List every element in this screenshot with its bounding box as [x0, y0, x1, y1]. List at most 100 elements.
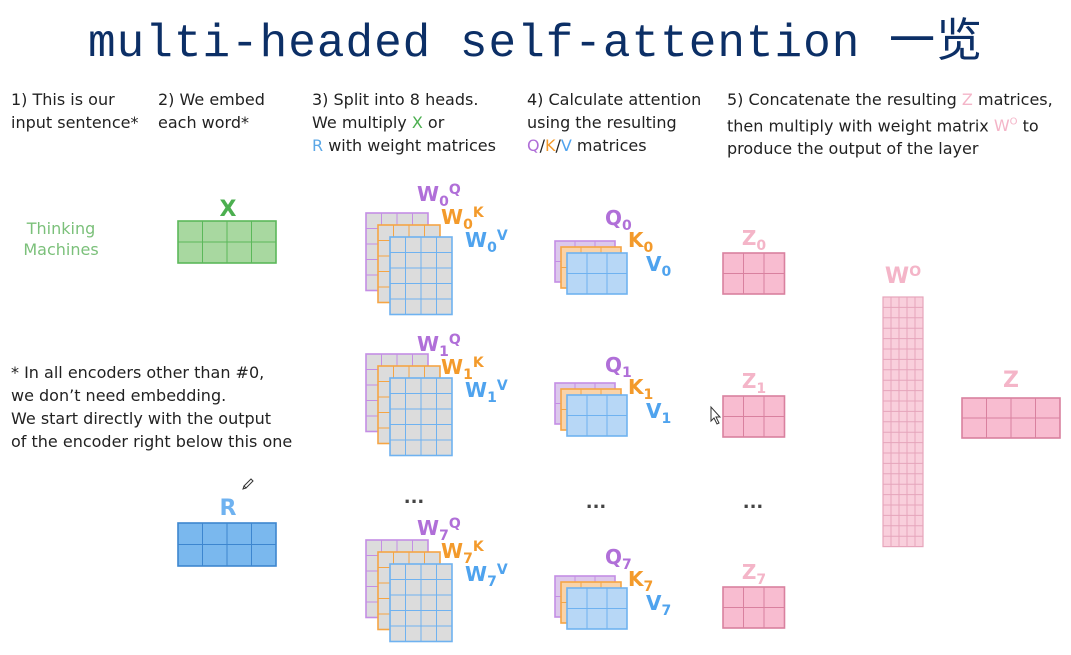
step-5-wo-letter: W: [993, 116, 1010, 136]
wk-label-head-0-sup: K: [473, 205, 485, 221]
z-label-head-1: Z1: [742, 369, 766, 397]
wq-label-head-0-letter: W: [417, 182, 439, 206]
step-3-line-1: 3) Split into 8 heads.: [312, 90, 479, 109]
step-4-line-3-text: matrices: [571, 136, 647, 155]
z-output-matrix: [961, 397, 1061, 439]
q-label-head-0-letter: Q: [605, 206, 622, 230]
footnote-line-3: We start directly with the output: [11, 409, 272, 428]
z-matrix-head-7: [722, 586, 786, 629]
wk-label-head-1: W1K: [441, 355, 485, 383]
page-title: multi-headed self-attention 一览: [88, 18, 983, 70]
k-label-head-7: K7: [628, 567, 653, 595]
step-4-k-label: K: [544, 136, 556, 155]
v-label-head-7-sub: 7: [661, 603, 671, 619]
wq-label-head-0: W0Q: [417, 182, 461, 210]
wv-label-head-7: W7V: [465, 562, 508, 590]
qkv-ellipsis: ...: [586, 492, 607, 513]
step-2-caption: 2) We embed each word*: [158, 88, 265, 134]
input-word-thinking: Thinking: [26, 219, 96, 238]
r-matrix: [177, 522, 277, 567]
step-5-wo-label: WO: [994, 116, 1018, 135]
step-1-caption: 1) This is our input sentence*: [11, 88, 138, 134]
z-label-head-7-letter: Z: [742, 560, 757, 584]
pencil-cursor-icon: [242, 478, 254, 490]
step-4-line-3: Q/K/V matrices: [527, 134, 701, 157]
step-5-wo-sup: O: [1009, 117, 1018, 128]
step-5-line-1b: matrices,: [972, 90, 1053, 109]
z-matrix-head-0: [722, 252, 786, 295]
wv-matrix-head-7: [389, 563, 453, 643]
wk-label-head-7-sup: K: [473, 539, 485, 555]
wv-label-head-0: W0V: [465, 228, 508, 256]
wk-label-head-0-letter: W: [441, 205, 463, 229]
q-label-head-7-sub: 7: [622, 557, 632, 573]
z-output-label: Z: [1003, 368, 1019, 393]
k-label-head-0-letter: K: [628, 228, 645, 252]
r-matrix-label: R: [220, 496, 237, 521]
wq-label-head-7-sub: 7: [439, 528, 449, 544]
wq-label-head-1: W1Q: [417, 332, 461, 360]
input-word-machines: Machines: [23, 240, 99, 259]
step-2-line-1: 2) We embed: [158, 90, 265, 109]
footnote-line-1: * In all encoders other than #0,: [11, 363, 265, 382]
wq-label-head-1-sup: Q: [449, 332, 461, 348]
encoder-footnote: * In all encoders other than #0, we don’…: [11, 361, 292, 453]
step-5-line-2: then multiply with weight matrix WO to: [727, 111, 1053, 137]
wq-label-head-0-sub: 0: [439, 194, 449, 210]
qkv-matrices-head-0: [554, 240, 628, 295]
k-label-head-1-sub: 1: [644, 387, 654, 403]
z-label-head-1-letter: Z: [742, 369, 757, 393]
step-3-line-2b: or: [422, 113, 445, 132]
wq-label-head-7-sup: Q: [449, 516, 461, 532]
v-label-head-0-letter: V: [646, 252, 662, 276]
v-label-head-1: V1: [646, 399, 671, 427]
weight-matrices-head-0: [365, 212, 453, 316]
wq-label-head-1-letter: W: [417, 332, 439, 356]
weights-ellipsis: ...: [404, 487, 425, 508]
v-label-head-0: V0: [646, 252, 671, 280]
wv-label-head-0-sup: V: [497, 228, 508, 244]
z-matrix-head-1: [722, 395, 786, 438]
step-5-caption: 5) Concatenate the resulting Z matrices,…: [727, 88, 1053, 160]
z-matrices: [722, 252, 786, 629]
wv-matrix-head-0: [389, 236, 453, 316]
mouse-cursor-icon: [710, 405, 722, 425]
v-matrix-head-7: [566, 587, 628, 630]
z-label-head-7: Z7: [742, 560, 766, 588]
step-5-line-3: produce the output of the layer: [727, 139, 979, 159]
z-label-head-0-letter: Z: [742, 226, 757, 250]
step-4-sep-1: /: [539, 136, 545, 155]
k-label-head-0: K0: [628, 228, 654, 256]
wv-label-head-7-sub: 7: [487, 574, 497, 590]
wk-label-head-1-sup: K: [473, 355, 485, 371]
q-label-head-7: Q7: [605, 545, 632, 573]
v-matrix-head-1: [566, 394, 628, 437]
step-5-line-2b: to: [1017, 116, 1039, 136]
k-label-head-7-sub: 7: [644, 579, 654, 595]
k-label-head-1: K1: [628, 375, 653, 403]
wo-matrix-grid: [882, 296, 924, 548]
k-label-head-7-letter: K: [628, 567, 645, 591]
k-label-head-0-sub: 0: [644, 240, 654, 256]
wv-label-head-7-letter: W: [465, 562, 487, 586]
z-output-matrix-grid: [961, 397, 1061, 439]
q-label-head-1-sub: 1: [622, 365, 632, 381]
wv-label-head-1: W1V: [465, 378, 508, 406]
wv-label-head-1-sub: 1: [487, 390, 497, 406]
footnote-line-4: of the encoder right below this one: [11, 432, 293, 451]
wk-label-head-1-sub: 1: [463, 367, 473, 383]
step-2-line-2: each word*: [158, 113, 249, 132]
wq-label-head-1-sub: 1: [439, 344, 449, 360]
r-matrix-grid: [177, 522, 277, 567]
wo-matrix-letter: W: [885, 264, 909, 289]
q-label-head-0-sub: 0: [622, 218, 632, 234]
wq-label-head-0-sup: Q: [449, 182, 461, 198]
step-4-sep-2: /: [555, 136, 561, 155]
step-3-caption: 3) Split into 8 heads. We multiply X or …: [312, 88, 496, 157]
qkv-matrices-head-7: [554, 575, 628, 630]
z-label-head-7-sub: 7: [756, 572, 766, 588]
